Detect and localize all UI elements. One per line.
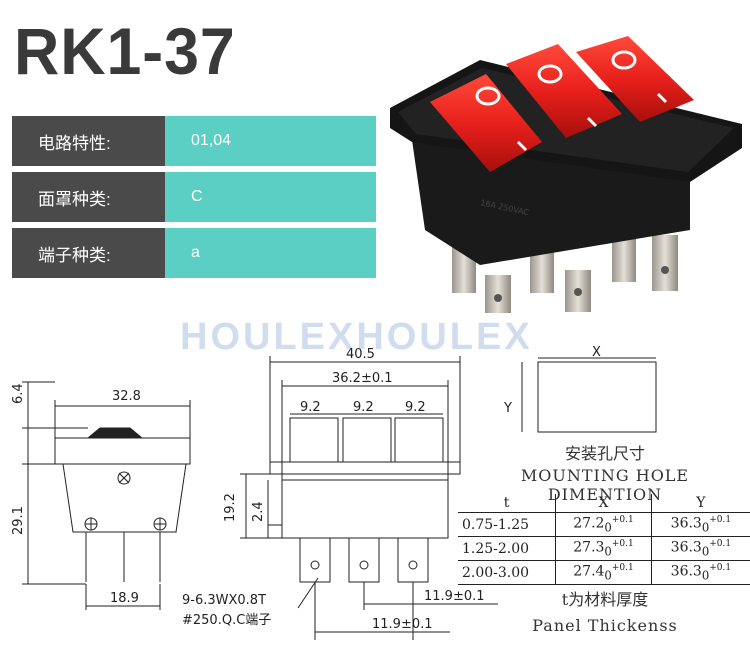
switch-photo: 16A 250VAC	[390, 36, 742, 313]
table-header: Y	[650, 494, 750, 513]
table-cell-x: 27.3	[573, 539, 605, 556]
table-cell-y: 36.3	[670, 563, 702, 580]
technical-drawing: 32.8 6.4 29.1 18.9 40.5 36.2±0.1 9.2 9.2…	[11, 345, 657, 640]
tolerance-sup: +0.1	[611, 562, 634, 573]
dim-front-right-2: 11.9±0.1	[372, 617, 433, 632]
tolerance-sub: 0	[701, 520, 710, 535]
tolerance-sup: +0.1	[611, 538, 634, 549]
dim-front-right-1: 11.9±0.1	[424, 589, 485, 604]
terminal-type: #250.Q.C端子	[182, 613, 271, 628]
dim-side-width: 32.8	[112, 389, 141, 404]
terminals	[452, 235, 678, 313]
table-cell-y: 36.3	[670, 515, 702, 532]
rockers	[430, 36, 694, 172]
mounting-title-cn: 安装孔尺寸	[564, 444, 645, 463]
spec-row-cover: 面罩种类: C	[12, 172, 376, 222]
dim-side-top: 6.4	[11, 383, 26, 404]
spec-table: 电路特性: 01,04 面罩种类: C 端子种类: a	[12, 116, 376, 284]
spec-row-circuit: 电路特性: 01,04	[12, 116, 376, 166]
table-header-row: t X Y	[458, 494, 750, 513]
spec-value: a	[165, 228, 376, 278]
panel-note-en: Panel Thickenss	[532, 616, 678, 635]
table-cell-x: 27.2	[573, 515, 605, 532]
dim-front-pitch-2: 9.2	[353, 400, 374, 415]
dim-side-height: 29.1	[11, 506, 26, 535]
spec-label: 端子种类:	[12, 228, 165, 278]
spec-value: C	[165, 172, 376, 222]
table-cell-x: 27.4	[573, 563, 605, 580]
tolerance-sup: +0.1	[709, 514, 732, 525]
dim-front-overall: 40.5	[346, 347, 375, 362]
hole-label-y: Y	[503, 401, 512, 416]
table-cell-t: 2.00-3.00	[458, 560, 556, 585]
table-row: 1.25-2.00 27.30+0.1 36.30+0.1	[458, 536, 750, 561]
tolerance-sub: 0	[604, 544, 612, 559]
tolerance-sub: 0	[604, 568, 612, 583]
tolerance-sub: 0	[604, 520, 612, 535]
tolerance-sub: 0	[701, 568, 710, 583]
hole-label-x: X	[592, 345, 601, 360]
tolerance-sup: +0.1	[709, 562, 732, 573]
model-title: RK1-37	[14, 14, 236, 88]
dim-front-gap: 2.4	[251, 501, 266, 522]
terminal-spec: 9-6.3WX0.8T	[182, 593, 266, 608]
table-header: X	[555, 494, 652, 513]
panel-note-cn: t为材料厚度	[561, 590, 649, 609]
panel-note: t为材料厚度 Panel Thickenss	[470, 586, 740, 635]
table-row: 0.75-1.25 27.20+0.1 36.30+0.1	[458, 512, 750, 537]
dim-front-pitch-1: 9.2	[300, 400, 321, 415]
dim-front-inner: 36.2±0.1	[332, 371, 393, 386]
table-header: t	[458, 494, 556, 513]
spec-label: 电路特性:	[12, 116, 165, 166]
dim-front-pitch-3: 9.2	[405, 400, 426, 415]
spec-value: 01,04	[165, 116, 376, 166]
dim-side-bottom: 18.9	[110, 591, 139, 606]
table-cell-y: 36.3	[670, 539, 702, 556]
tolerance-sup: +0.1	[611, 514, 634, 525]
mounting-table: t X Y 0.75-1.25 27.20+0.1 36.30+0.1 1.25…	[458, 494, 750, 585]
dim-front-height: 19.2	[223, 493, 238, 522]
tolerance-sup: +0.1	[709, 538, 732, 549]
spec-row-terminal: 端子种类: a	[12, 228, 376, 278]
table-row: 2.00-3.00 27.40+0.1 36.30+0.1	[458, 560, 750, 585]
table-cell-t: 0.75-1.25	[458, 512, 556, 537]
watermark: HOULEXHOULEX	[180, 316, 533, 358]
tolerance-sub: 0	[701, 544, 710, 559]
table-cell-t: 1.25-2.00	[458, 536, 556, 561]
spec-label: 面罩种类:	[12, 172, 165, 222]
